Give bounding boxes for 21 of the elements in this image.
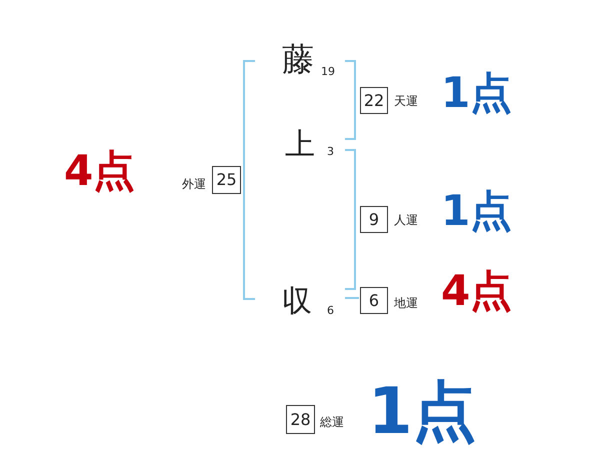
name-character: 上: [285, 130, 315, 160]
number-box: 25: [212, 166, 241, 194]
name-character: 収: [282, 287, 312, 317]
fortune-label: 地運: [394, 297, 418, 309]
fortune-label: 人運: [394, 214, 418, 226]
stroke-count: 19: [321, 66, 335, 77]
fortune-label: 外運: [182, 178, 206, 190]
fortune-label: 総運: [320, 416, 344, 428]
number-box: 6: [360, 287, 388, 314]
score-text: 4点: [64, 150, 136, 192]
stroke-count: 6: [327, 305, 334, 316]
score-text: 1点: [441, 72, 512, 114]
number-box: 28: [286, 405, 315, 434]
number-box: 22: [360, 87, 388, 114]
score-text: 1点: [368, 380, 477, 444]
name-character: 藤: [282, 43, 314, 75]
stroke-count: 3: [327, 146, 334, 157]
score-text: 4点: [441, 270, 512, 312]
number-box: 9: [360, 206, 388, 233]
score-text: 1点: [441, 190, 512, 232]
fortune-label: 天運: [394, 95, 418, 107]
